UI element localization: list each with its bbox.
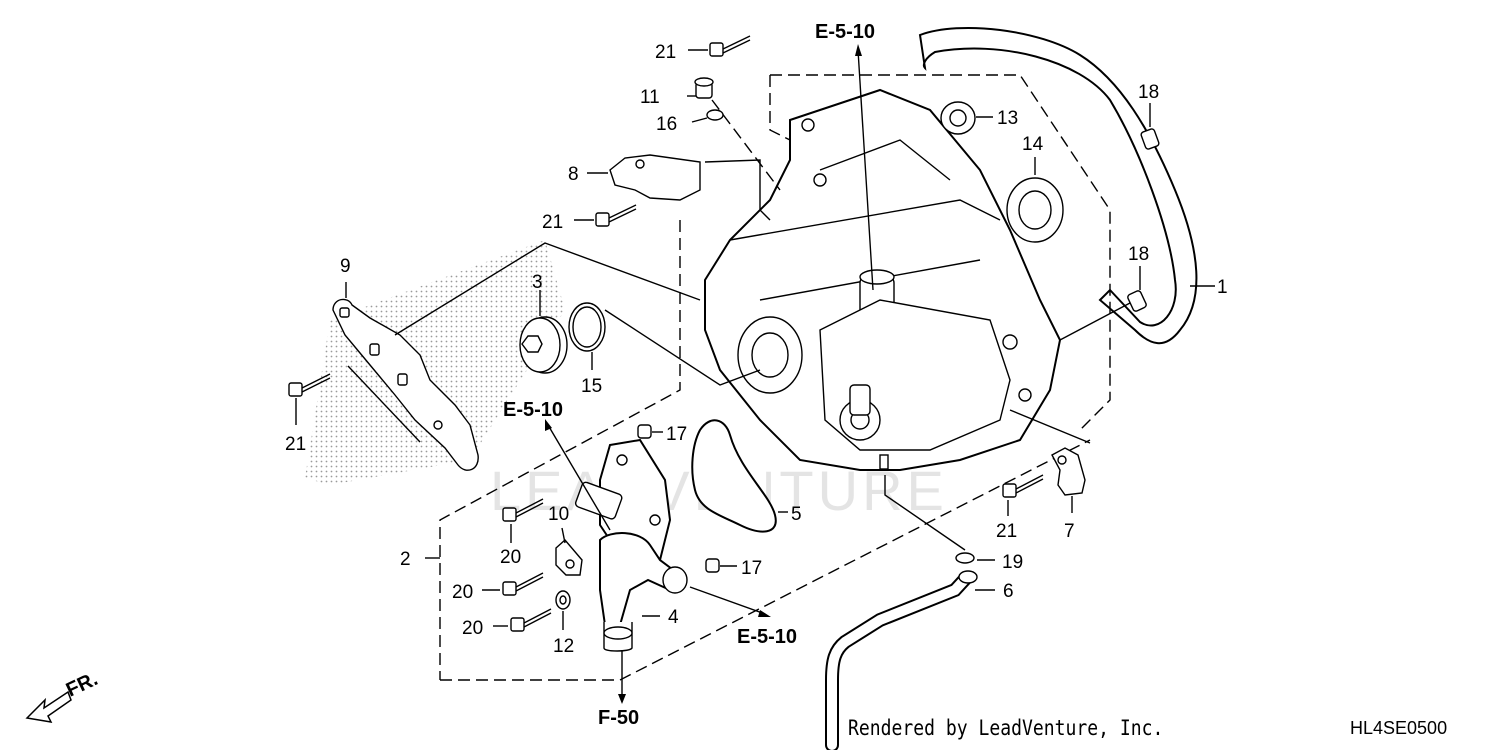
part-13-bearing[interactable] [940,101,976,135]
part-20-bolt-c[interactable] [510,608,552,632]
callout-21-bracket[interactable]: 21 [542,212,563,233]
callout-8[interactable]: 8 [568,164,579,185]
callout-20-c[interactable]: 20 [462,618,483,639]
callout-16[interactable]: 16 [656,114,677,135]
part-5-gasket[interactable] [691,419,777,533]
callout-12[interactable]: 12 [553,636,574,657]
part-17-plug-top[interactable] [637,424,652,439]
callout-13[interactable]: 13 [997,108,1018,129]
callout-21-right[interactable]: 21 [996,521,1017,542]
ref-f-50[interactable]: F-50 [598,707,639,729]
ref-e-5-10-top[interactable]: E-5-10 [815,21,875,43]
cover-housing[interactable] [704,88,1062,471]
callout-17-bottom[interactable]: 17 [741,558,762,579]
ref-e-5-10-left[interactable]: E-5-10 [503,399,563,421]
callout-10[interactable]: 10 [548,504,569,525]
callout-18-mid[interactable]: 18 [1128,244,1149,265]
callout-3[interactable]: 3 [532,272,543,293]
part-18-dowel-pin[interactable] [1140,128,1160,150]
part-20-bolt-a[interactable] [502,498,544,522]
rendered-by-credit: Rendered by LeadVenture, Inc. [848,716,1164,740]
part-21-bolt-bracket[interactable] [595,204,637,227]
callout-9[interactable]: 9 [340,256,351,277]
part-17-plug-bottom[interactable] [705,558,720,573]
part-2-pump-housing[interactable] [574,438,688,626]
part-7-bracket[interactable] [1051,447,1086,496]
part-21-bolt-right[interactable] [1002,474,1044,498]
callout-5[interactable]: 5 [791,504,802,525]
part-8-bracket[interactable] [609,154,701,201]
part-1-gasket[interactable] [918,27,1198,345]
part-18-dowel-pin-2[interactable] [1127,290,1147,312]
part-21-bolt-left[interactable] [288,373,331,397]
callout-19[interactable]: 19 [1002,552,1023,573]
ref-e-5-10-right[interactable]: E-5-10 [737,626,797,648]
part-19-clamp[interactable] [955,552,975,564]
part-3-cap-nut[interactable] [519,316,568,374]
callout-1[interactable]: 1 [1217,277,1228,298]
callout-21-top[interactable]: 21 [655,42,676,63]
callout-2[interactable]: 2 [400,549,411,570]
callout-21-left[interactable]: 21 [285,434,306,455]
shaded-plane [305,240,565,485]
callout-18-top[interactable]: 18 [1138,82,1159,103]
part-14-oil-seal[interactable] [1006,177,1064,243]
callout-14[interactable]: 14 [1022,134,1044,155]
callout-20-b[interactable]: 20 [452,582,473,603]
callout-4[interactable]: 4 [668,607,679,628]
part-21-bolt-top[interactable] [709,35,751,57]
diagram-code: HL4SE0500 [1350,718,1448,738]
part-11-cap[interactable] [694,77,714,99]
callout-7[interactable]: 7 [1064,521,1075,542]
part-16-o-ring[interactable] [706,109,724,121]
callout-11[interactable]: 11 [640,87,660,108]
part-4-elbow-pipe[interactable] [603,622,633,652]
front-direction-arrow: FR. [25,668,101,723]
callout-15[interactable]: 15 [581,376,602,397]
part-20-bolt-b[interactable] [502,572,544,596]
part-15-o-ring[interactable] [568,302,606,352]
callout-20-a[interactable]: 20 [500,547,521,568]
part-10-tab[interactable] [555,539,583,576]
callout-17-top[interactable]: 17 [666,424,687,445]
callout-6[interactable]: 6 [1003,581,1014,602]
part-12-washer[interactable] [555,590,571,610]
